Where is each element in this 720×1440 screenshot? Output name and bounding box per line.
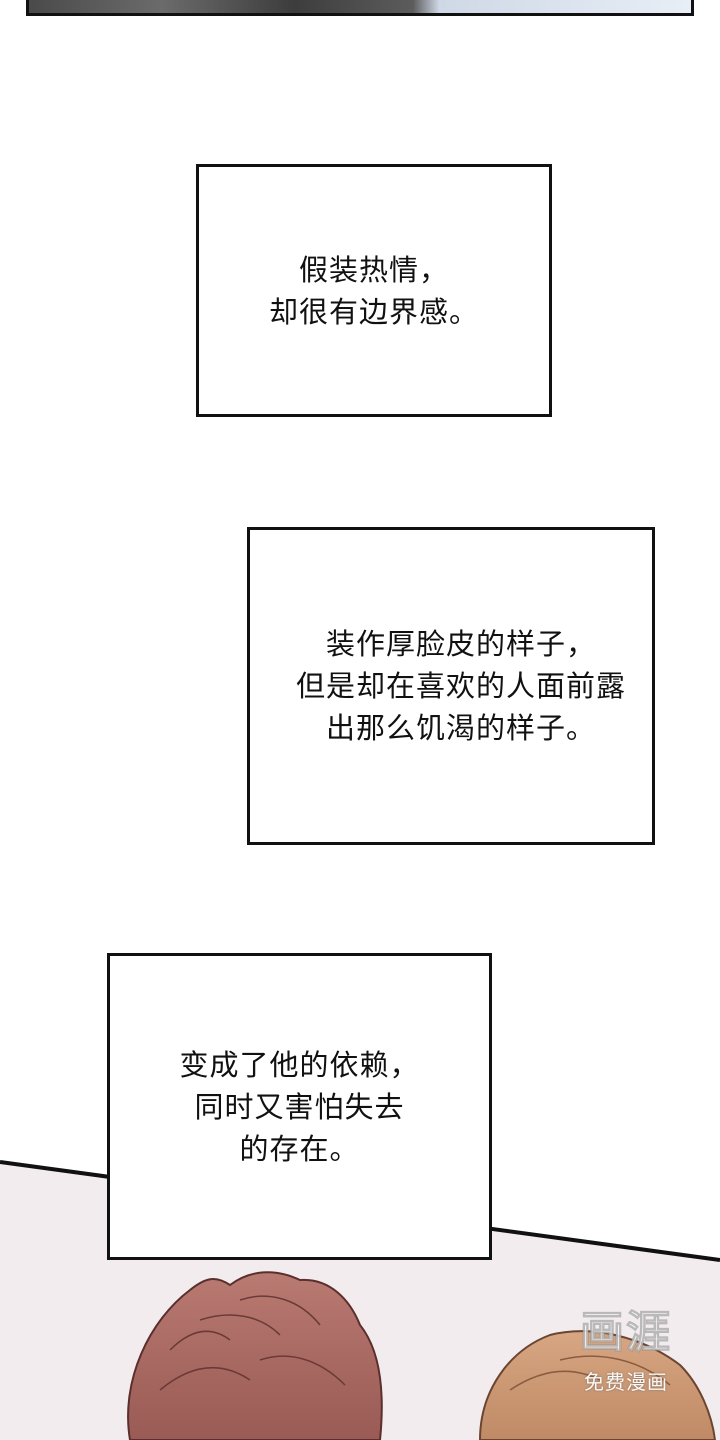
watermark-logo: 画涯 [580,1307,672,1359]
hair-strands-left [159,1295,346,1391]
narration-text-1: 假装热情， 却很有边界感。 [268,252,479,329]
top-comic-panel [26,0,694,16]
hair-strands-right [509,1355,671,1391]
narration-box-3: 变成了他的依赖， 同时又害怕失去 的存在。 [107,953,492,1260]
narration-text-3: 变成了他的依赖， 同时又害怕失去 的存在。 [179,1047,420,1166]
watermark-subtitle: 免费漫画 [584,1370,668,1394]
narration-text-2: 装作厚脸皮的样子， 但是却在喜欢的人面前露 出那么饥渴的样子。 [295,627,626,745]
character-hair-left [127,1271,383,1440]
narration-box-1: 假装热情， 却很有边界感。 [196,164,552,417]
character-hair-right [478,1330,717,1440]
narration-box-2: 装作厚脸皮的样子， 但是却在喜欢的人面前露 出那么饥渴的样子。 [247,527,655,845]
watermark: 画涯 免费漫画 [566,1306,686,1406]
